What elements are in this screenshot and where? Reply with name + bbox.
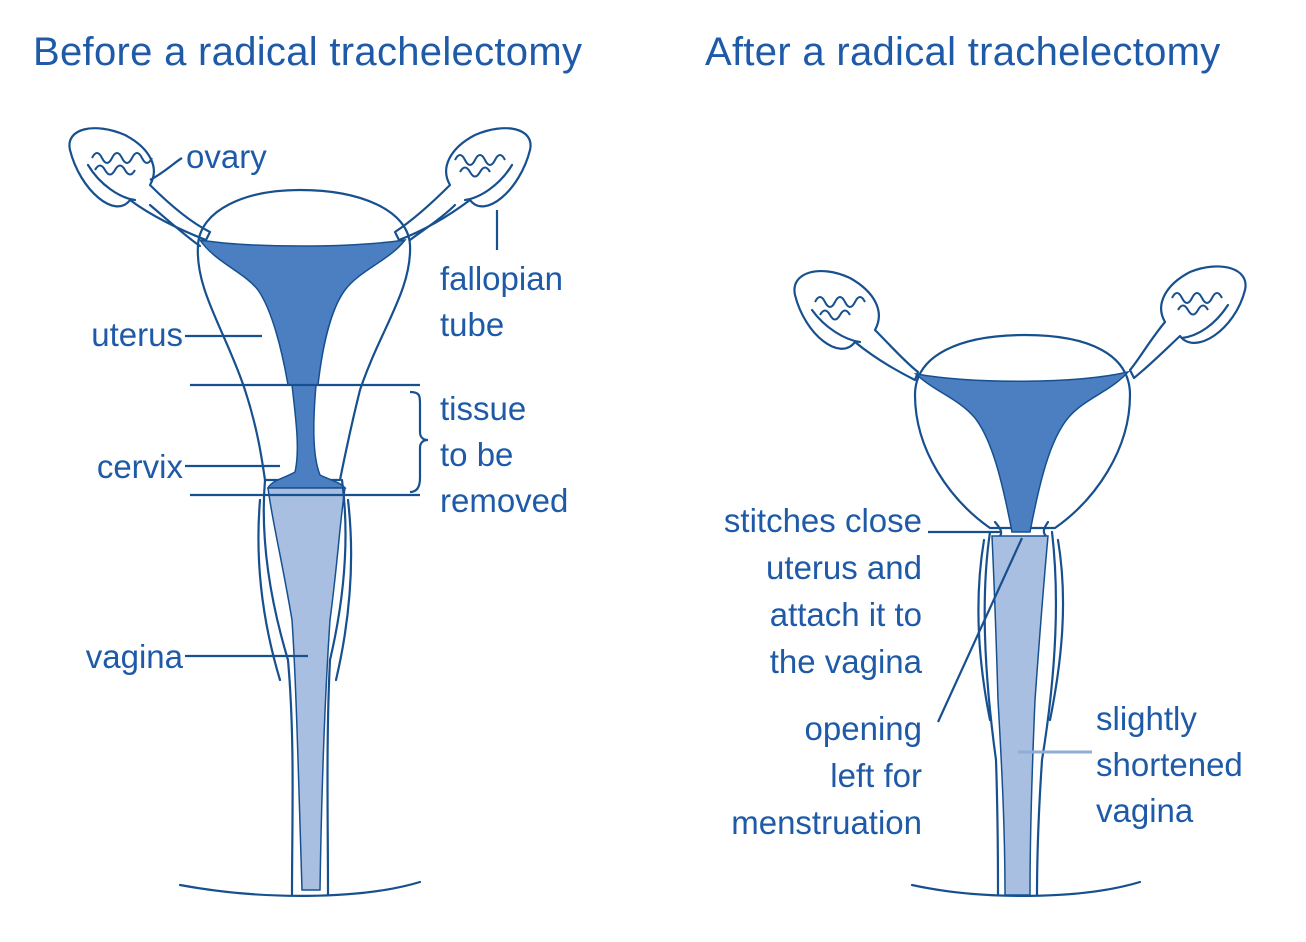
label-stitches-1: stitches close <box>724 502 922 539</box>
after-uterine-cavity <box>916 372 1128 532</box>
label-stitches-4: the vagina <box>770 643 923 680</box>
label-fallopian-1: fallopian <box>440 260 563 297</box>
after-diagram: stitches close uterus and attach it to t… <box>724 266 1246 895</box>
label-shortened-1: slightly <box>1096 700 1197 737</box>
label-tissue-2: to be <box>440 436 513 473</box>
vagina-canal <box>268 488 345 890</box>
label-stitches-3: attach it to <box>770 596 922 633</box>
cervical-canal <box>268 385 345 488</box>
label-vagina: vagina <box>86 638 184 675</box>
label-stitches-2: uterus and <box>766 549 922 586</box>
label-opening-1: opening <box>805 710 922 747</box>
label-shortened-2: shortened <box>1096 746 1243 783</box>
before-diagram: ovary fallopian tube uterus tissue to be… <box>69 128 568 896</box>
label-shortened-3: vagina <box>1096 792 1194 829</box>
label-fallopian-2: tube <box>440 306 504 343</box>
label-uterus: uterus <box>91 316 183 353</box>
label-opening-3: menstruation <box>731 804 922 841</box>
label-cervix: cervix <box>97 448 184 485</box>
uterine-cavity <box>200 240 405 385</box>
label-opening-2: left for <box>830 757 922 794</box>
after-vagina-canal <box>992 536 1048 895</box>
after-left-ovary <box>794 271 918 380</box>
label-tissue-1: tissue <box>440 390 526 427</box>
label-ovary: ovary <box>186 138 267 175</box>
right-ovary <box>395 128 531 240</box>
label-tissue-3: removed <box>440 482 568 519</box>
after-right-ovary <box>1130 266 1246 378</box>
